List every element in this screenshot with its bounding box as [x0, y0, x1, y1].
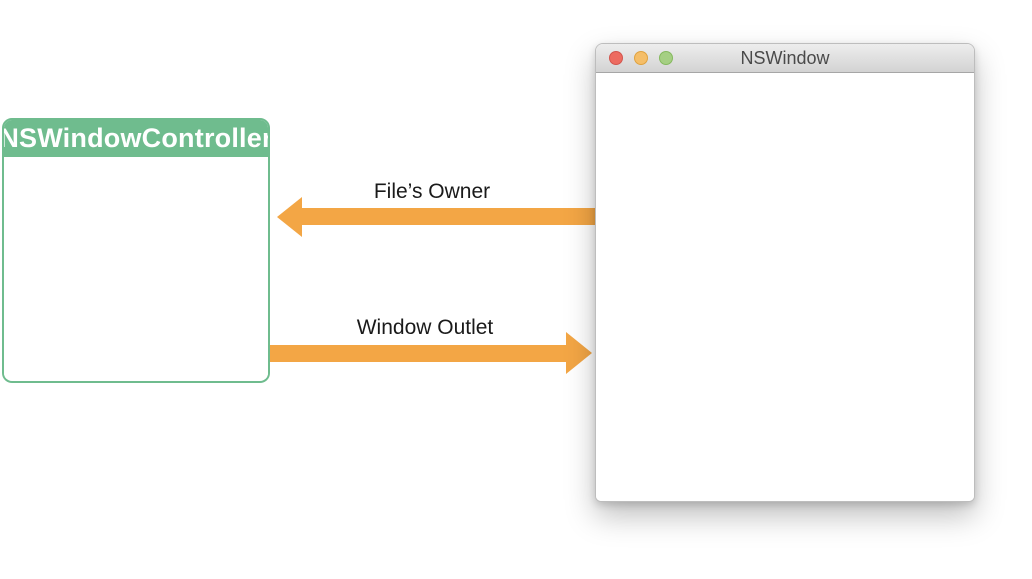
- files-owner-arrow: [302, 208, 595, 225]
- nswindowcontroller-box: NSWindowController: [2, 118, 270, 383]
- files-owner-arrowhead-icon: [277, 197, 302, 237]
- nswindowcontroller-body: [4, 157, 268, 379]
- zoom-button-icon[interactable]: [659, 51, 673, 65]
- files-owner-label: File’s Owner: [373, 180, 491, 203]
- window-outlet-label: Window Outlet: [356, 316, 494, 339]
- close-button-icon[interactable]: [609, 51, 623, 65]
- nswindowcontroller-title: NSWindowController: [2, 123, 270, 153]
- window-outlet-arrowhead-icon: [566, 332, 592, 374]
- nswindowcontroller-header: NSWindowController: [4, 120, 268, 157]
- nswindow-titlebar: NSWindow: [596, 44, 974, 73]
- nswindow-title: NSWindow: [740, 47, 830, 68]
- traffic-lights: [609, 44, 673, 72]
- nswindow-window: NSWindow: [595, 43, 975, 502]
- nswindow-content: [596, 73, 974, 501]
- minimize-button-icon[interactable]: [634, 51, 648, 65]
- window-outlet-arrow: [270, 345, 566, 362]
